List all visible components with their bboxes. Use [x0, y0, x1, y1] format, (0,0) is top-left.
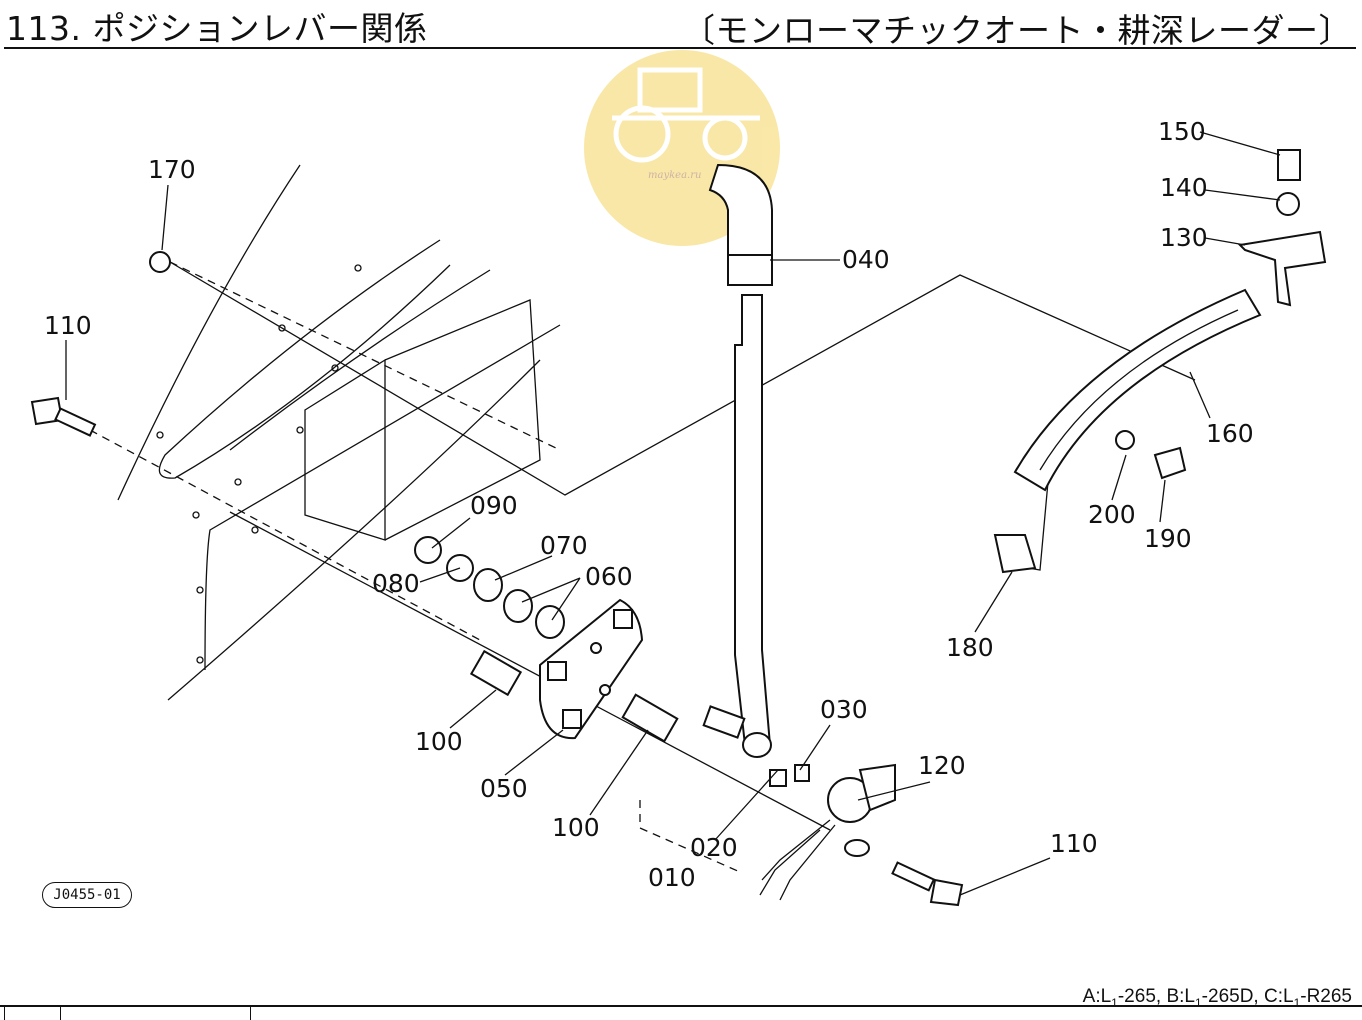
callout-100-left: 100 [415, 727, 463, 756]
lever-plate [539, 598, 644, 740]
callout-030: 030 [820, 695, 868, 724]
bolt-110a [30, 396, 97, 437]
footer-tick [250, 1005, 251, 1020]
position-lever [702, 163, 773, 758]
callout-010: 010 [648, 863, 696, 892]
model-a: A:L1-265, [1082, 986, 1162, 1010]
callout-140: 140 [1160, 173, 1208, 202]
header-rule [4, 47, 1356, 49]
callout-040: 040 [842, 245, 890, 274]
callout-110-top: 110 [44, 311, 92, 340]
sensor-assembly [759, 763, 896, 901]
model-b: B:L1-265D, [1166, 986, 1259, 1010]
model-applicability: A:L1-265, B:L1-265D, C:L1-R265 [1083, 986, 1352, 1010]
callout-110-bottom: 110 [1050, 829, 1098, 858]
footer-tick [4, 1005, 5, 1020]
collar-a [469, 649, 523, 697]
watermark-text: maykea.ru [648, 170, 701, 181]
footer-tick [60, 1005, 61, 1020]
callout-170: 170 [148, 155, 196, 184]
callout-130: 130 [1160, 223, 1208, 252]
figure-id: J0455-01 [42, 882, 132, 908]
footer-rule [0, 1005, 1362, 1007]
callout-100-right: 100 [552, 813, 600, 842]
callout-080: 080 [372, 569, 420, 598]
bolt-110b [891, 861, 964, 907]
callout-120: 120 [918, 751, 966, 780]
callout-200: 200 [1088, 500, 1136, 529]
quadrant-bracket [993, 230, 1327, 574]
callout-070: 070 [540, 531, 588, 560]
collar-b [621, 693, 679, 743]
callout-180: 180 [946, 633, 994, 662]
leader-lines [65, 131, 1281, 896]
callout-160: 160 [1206, 419, 1254, 448]
callout-090: 090 [470, 491, 518, 520]
callout-060: 060 [585, 562, 633, 591]
page-title: 113. ポジションレバー関係 [6, 9, 428, 48]
callout-190: 190 [1144, 524, 1192, 553]
callout-050: 050 [480, 774, 528, 803]
fender-panel [117, 164, 561, 701]
model-c: C:L1-R265 [1263, 986, 1352, 1010]
callout-020: 020 [690, 833, 738, 862]
page-subtitle: 〔モンローマチックオート・耕深レーダー〕 [682, 11, 1352, 50]
callout-150: 150 [1158, 117, 1206, 146]
nuts-washers [149, 149, 1301, 639]
